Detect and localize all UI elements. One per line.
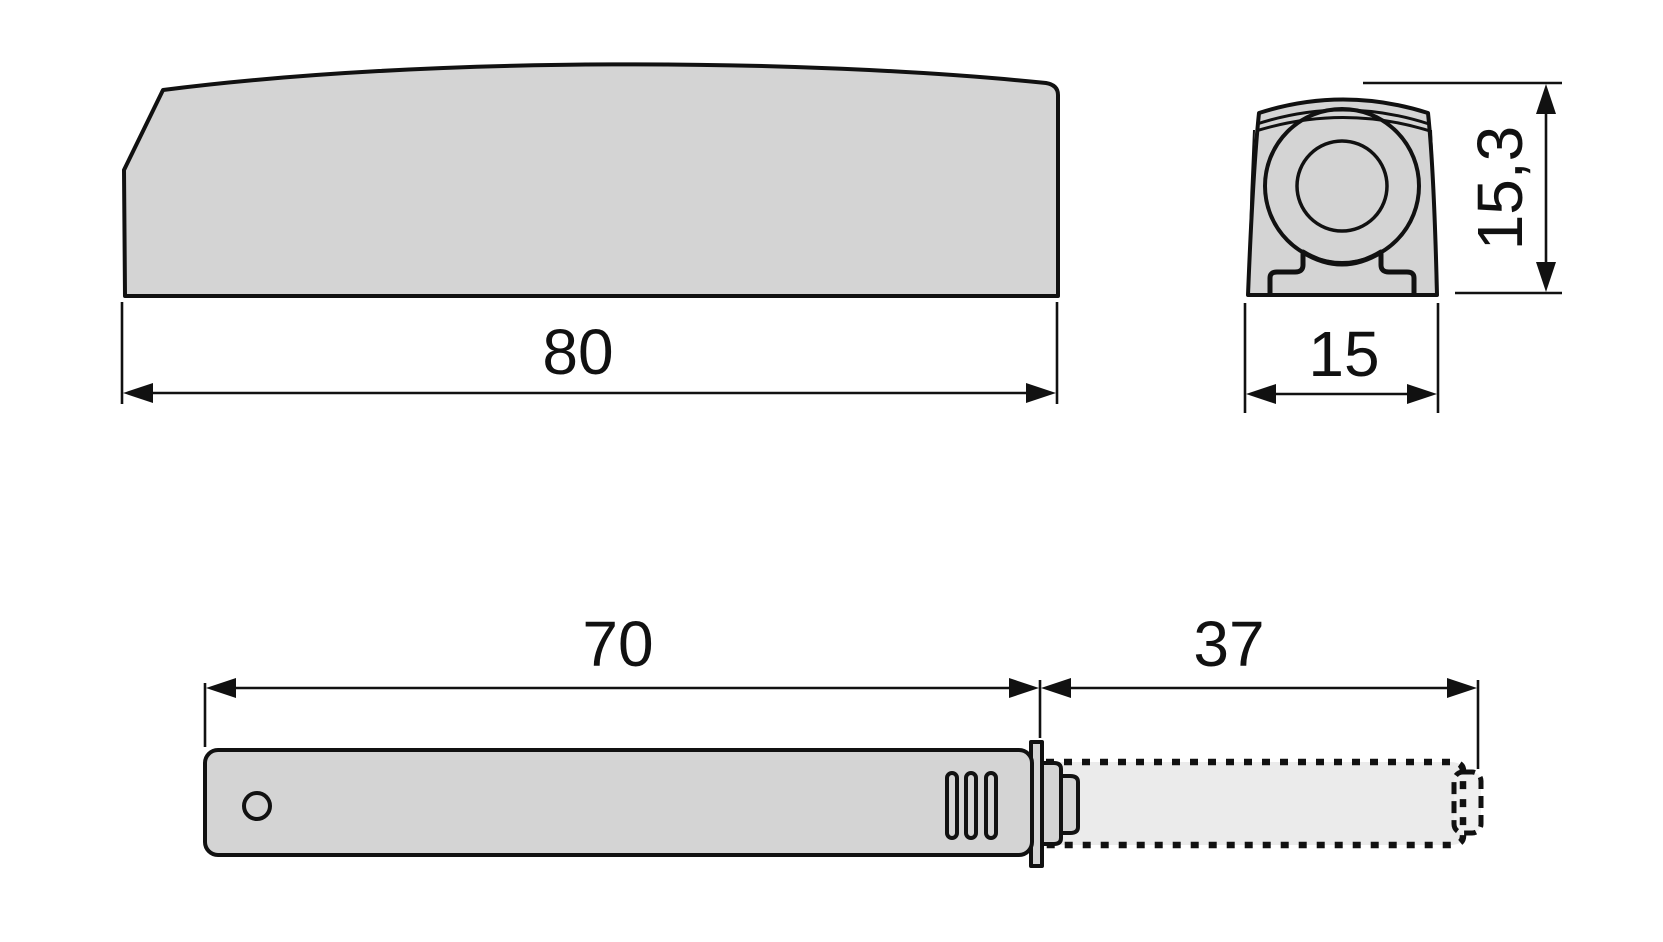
dim-80-arrow-left: [123, 383, 153, 403]
end-view: [1246, 97, 1439, 297]
side-view: [122, 62, 1060, 298]
dimension-15-3: 15,3: [1363, 81, 1562, 295]
dimension-70: 70: [203, 608, 1042, 747]
dim-70-arrow-right: [1009, 678, 1039, 698]
plunger-tip-dashed: [1451, 769, 1484, 836]
dimension-37: 37: [1041, 608, 1480, 769]
vent-slot-2: [964, 771, 978, 840]
plunger-fill: [1042, 762, 1463, 845]
dim-37-arrow-left: [1041, 678, 1071, 698]
dim-153-label: 15,3: [1464, 126, 1536, 251]
dim-70-label: 70: [582, 608, 653, 680]
plunger-outline-dashed: [1046, 758, 1467, 849]
dimension-15: 15: [1243, 303, 1440, 413]
vent-slot-3: [984, 771, 998, 840]
end-view-mounting-foot: [1267, 249, 1417, 297]
dim-15-arrow-right: [1407, 384, 1437, 404]
dim-153-arrow-top: [1536, 84, 1556, 114]
dimension-80: 80: [120, 302, 1059, 404]
dim-80-label: 80: [542, 316, 613, 388]
dim-15-arrow-left: [1246, 384, 1276, 404]
latch-body: [203, 748, 1034, 857]
dim-70-arrow-left: [206, 678, 236, 698]
screw-hole: [242, 791, 272, 821]
plunger-collar: [1040, 761, 1063, 846]
dim-37-label: 37: [1193, 608, 1264, 680]
end-view-right-chamfer-line: [1430, 129, 1437, 291]
side-view-outline: [122, 62, 1060, 298]
dim-37-arrow-right: [1447, 678, 1477, 698]
end-view-inner-circle: [1295, 139, 1389, 233]
end-view-top-band-lower: [1255, 116, 1431, 133]
dim-80-arrow-right: [1026, 383, 1056, 403]
plunger-nose: [1059, 774, 1080, 835]
end-view-left-chamfer-line: [1248, 129, 1255, 291]
dim-153-arrow-bottom: [1536, 262, 1556, 292]
vent-slot-1: [945, 771, 959, 840]
latch-body-view: [203, 740, 1484, 868]
dim-15-label: 15: [1308, 318, 1379, 390]
